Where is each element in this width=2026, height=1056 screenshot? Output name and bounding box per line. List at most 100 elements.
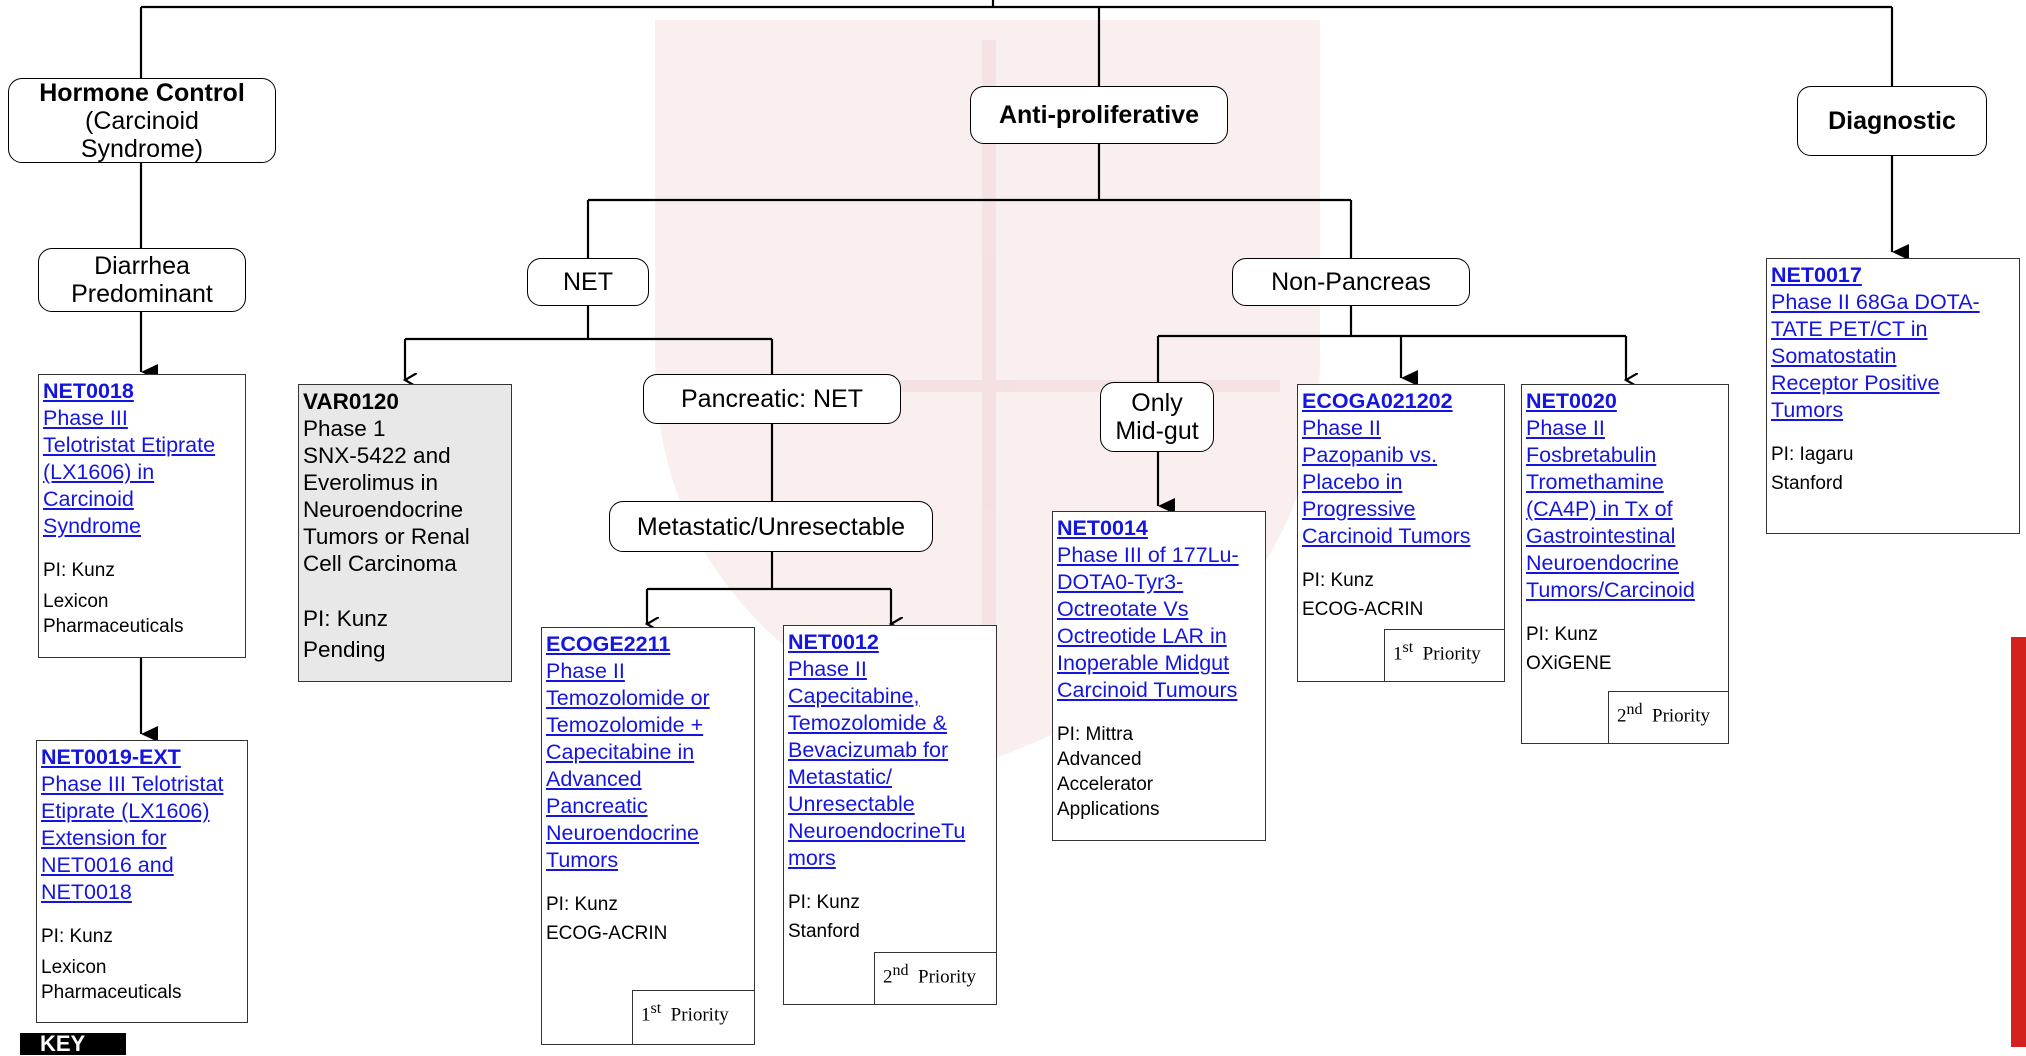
trial-title-link[interactable]: Advanced: [546, 767, 642, 791]
net-label: NET: [563, 268, 613, 296]
trial-title-link[interactable]: NET0016 and: [41, 853, 174, 877]
trial-title-line: Phase 1: [303, 416, 386, 441]
trial-title-link[interactable]: Inoperable Midgut: [1057, 651, 1230, 675]
trial-pi: PI: Kunz: [303, 606, 389, 631]
trial-title-link[interactable]: NeuroendocrineTu: [788, 819, 966, 843]
trial-title-link[interactable]: DOTA0-Tyr3-: [1057, 570, 1184, 594]
trial-title-link[interactable]: Fosbretabulin: [1526, 443, 1657, 467]
trial-title-line: Tumors or Renal: [303, 524, 470, 549]
trial-title-link[interactable]: Carcinoid: [43, 487, 134, 511]
trial-title-link[interactable]: Telotristat Etiprate: [43, 433, 216, 457]
trial-pi: PI: Kunz: [546, 894, 618, 915]
trial-title-link[interactable]: Phase III Telotristat: [41, 772, 224, 796]
trial-title-link[interactable]: Neuroendocrine: [1526, 551, 1679, 575]
trial-title-link[interactable]: Phase II: [546, 659, 625, 683]
accent-bar: [2011, 637, 2026, 1047]
trial-title-link[interactable]: TATE PET/CT in: [1771, 317, 1928, 341]
trial-title-link[interactable]: Pazopanib vs.: [1302, 443, 1438, 467]
trial-sponsor: Advanced: [1057, 749, 1142, 770]
trial-title-link[interactable]: Syndrome: [43, 514, 141, 538]
trial-sponsor: Lexicon: [43, 591, 109, 612]
trial-title-link[interactable]: Pancreatic: [546, 794, 648, 818]
trial-title-link[interactable]: Phase III of 177Lu-: [1057, 543, 1239, 567]
trial-title-link[interactable]: Progressive: [1302, 497, 1416, 521]
trial-title-link[interactable]: Temozolomide +: [546, 713, 704, 737]
trial-pi: PI: Iagaru: [1771, 444, 1854, 465]
key-label: KEY: [20, 1033, 126, 1055]
anti-proliferative-node: Anti-proliferative: [970, 86, 1228, 144]
trial-title-link[interactable]: Bevacizumab for: [788, 738, 949, 762]
metastatic-label: Metastatic/Unresectable: [636, 512, 906, 541]
trial-title-link[interactable]: Tromethamine: [1526, 470, 1664, 494]
trial-id-link[interactable]: ECOGA021202: [1302, 389, 1453, 413]
priority-number: 1: [641, 1004, 651, 1026]
trial-title-link[interactable]: Placebo in: [1302, 470, 1403, 494]
trial-title-line: SNX-5422 and: [303, 443, 451, 468]
priority-badge: 2nd Priority: [874, 952, 996, 1004]
trial-title-link[interactable]: Somatostatin: [1771, 344, 1897, 368]
trial-title-line: Everolimus in: [303, 470, 439, 495]
trial-title-link[interactable]: Tumors/Carcinoid: [1526, 578, 1695, 602]
trial-title-link[interactable]: Gastrointestinal: [1526, 524, 1676, 548]
trial-status: Pending: [303, 637, 386, 662]
trial-pi: PI: Kunz: [1302, 570, 1374, 591]
trial-title-link[interactable]: Tumors: [546, 848, 619, 872]
trial-title-link[interactable]: mors: [788, 846, 836, 870]
hormone-control-title: Hormone Control: [39, 78, 245, 107]
trial-title-link[interactable]: Octreotide LAR in: [1057, 624, 1227, 648]
trial-title-link[interactable]: Carcinoid Tumours: [1057, 678, 1238, 702]
trial-title-line: Neuroendocrine: [303, 497, 464, 522]
trial-id-link[interactable]: NET0019-EXT: [41, 745, 181, 769]
trial-title-link[interactable]: (LX1606) in: [43, 460, 155, 484]
trial-id-link[interactable]: ECOGE2211: [546, 632, 671, 656]
priority-word: Priority: [670, 1004, 729, 1026]
pancreatic-net-node: Pancreatic: NET: [643, 374, 901, 424]
trial-sponsor: Stanford: [788, 921, 860, 942]
trial-title-link[interactable]: (CA4P) in Tx of: [1526, 497, 1673, 521]
priority-word: Priority: [1652, 705, 1711, 727]
trial-card-net0012: NET0012 Phase II Capecitabine, Temozolom…: [783, 625, 997, 1005]
trial-title-link[interactable]: Extension for: [41, 826, 167, 850]
trial-title-link[interactable]: Tumors: [1771, 398, 1844, 422]
diarrhea-label-1: Diarrhea: [94, 252, 190, 280]
trial-title-link[interactable]: Phase II 68Ga DOTA-: [1771, 290, 1980, 314]
trial-sponsor: Applications: [1057, 799, 1160, 820]
trial-title-line: Cell Carcinoma: [303, 551, 457, 576]
diarrhea-label-2: Predominant: [71, 280, 213, 308]
anti-proliferative-label: Anti-proliferative: [998, 101, 1200, 129]
trial-sponsor: Lexicon: [41, 957, 107, 978]
trial-card-net0014: NET0014 Phase III of 177Lu- DOTA0-Tyr3- …: [1052, 511, 1266, 841]
trial-title-link[interactable]: NET0018: [41, 880, 132, 904]
trial-card-net0018: NET0018 Phase III Telotristat Etiprate (…: [38, 374, 246, 658]
only-midgut-label-1: Only: [1131, 389, 1183, 417]
priority-badge: 1st Priority: [632, 990, 754, 1044]
trial-title-link[interactable]: Etiprate (LX1606): [41, 799, 210, 823]
trial-title-link[interactable]: Phase II: [1526, 416, 1605, 440]
trial-title-link[interactable]: Phase III: [43, 406, 128, 430]
trial-id-link[interactable]: NET0017: [1771, 263, 1862, 287]
trial-title-link[interactable]: Phase II: [1302, 416, 1381, 440]
trial-title-link[interactable]: Receptor Positive: [1771, 371, 1940, 395]
trial-card-ecoga021202: ECOGA021202 Phase II Pazopanib vs. Place…: [1297, 384, 1505, 682]
trial-id-link[interactable]: NET0018: [43, 379, 134, 403]
trial-title-link[interactable]: Phase II: [788, 657, 867, 681]
priority-number: 2: [1617, 705, 1627, 727]
trial-title-link[interactable]: Neuroendocrine: [546, 821, 699, 845]
trial-title-link[interactable]: Unresectable: [788, 792, 915, 816]
pancreatic-net-label: Pancreatic: NET: [680, 385, 863, 413]
trial-pi: PI: Kunz: [41, 926, 113, 947]
priority-suffix: nd: [892, 962, 909, 979]
non-pancreas-label: Non-Pancreas: [1271, 268, 1431, 296]
trial-id-link[interactable]: NET0020: [1526, 389, 1617, 413]
diagnostic-node: Diagnostic: [1797, 86, 1987, 156]
trial-title-link[interactable]: Capecitabine,: [788, 684, 920, 708]
trial-title-link[interactable]: Temozolomide or: [546, 686, 710, 710]
trial-title-link[interactable]: Capecitabine in: [546, 740, 695, 764]
trial-title-link[interactable]: Carcinoid Tumors: [1302, 524, 1471, 548]
trial-title-link[interactable]: Metastatic/: [788, 765, 892, 789]
trial-title-link[interactable]: Temozolomide &: [788, 711, 947, 735]
trial-id-link[interactable]: NET0012: [788, 630, 879, 654]
trial-pi: PI: Kunz: [788, 892, 860, 913]
trial-id-link[interactable]: NET0014: [1057, 516, 1148, 540]
trial-title-link[interactable]: Octreotate Vs: [1057, 597, 1189, 621]
